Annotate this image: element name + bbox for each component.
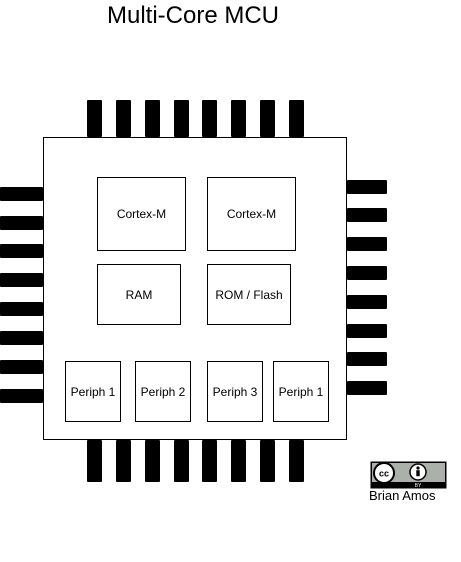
pin [0, 331, 43, 345]
cortex-m-core-1: Cortex-M [97, 177, 186, 251]
by-label: BY [415, 483, 422, 489]
pin [347, 208, 387, 222]
pin [0, 360, 43, 374]
pin [289, 100, 304, 137]
pin [202, 100, 217, 137]
pin [347, 295, 387, 309]
pin [202, 440, 217, 482]
pin [145, 440, 160, 482]
cc-by-icon: cc BY [370, 461, 447, 489]
pin [0, 273, 43, 287]
pin [347, 266, 387, 280]
pin [0, 216, 43, 230]
pin [347, 324, 387, 338]
cortex-m-core-2: Cortex-M [207, 177, 296, 251]
peripheral-1-block: Periph 1 [65, 361, 121, 422]
pin [231, 440, 246, 482]
cc-label: cc [379, 469, 389, 479]
pin [87, 440, 102, 482]
pin [174, 100, 189, 137]
pin [174, 440, 189, 482]
pin [231, 100, 246, 137]
pin [260, 440, 275, 482]
pin [87, 100, 102, 137]
pin [116, 100, 131, 137]
pin [347, 352, 387, 366]
pin [0, 389, 43, 403]
peripheral-2-block: Periph 2 [135, 361, 191, 422]
pin [0, 302, 43, 316]
pin [116, 440, 131, 482]
pin [347, 237, 387, 251]
pin [0, 187, 43, 201]
pin [145, 100, 160, 137]
pin [347, 180, 387, 194]
diagram-title: Multi-Core MCU [106, 2, 279, 29]
peripheral-4-block: Periph 1 [273, 361, 329, 422]
peripheral-3-block: Periph 3 [207, 361, 263, 422]
author-credit: Brian Amos [369, 488, 436, 503]
pin [347, 381, 387, 395]
ram-block: RAM [97, 264, 181, 325]
pin [0, 244, 43, 258]
rom-flash-block: ROM / Flash [207, 264, 291, 325]
pin [260, 100, 275, 137]
pin [289, 440, 304, 482]
